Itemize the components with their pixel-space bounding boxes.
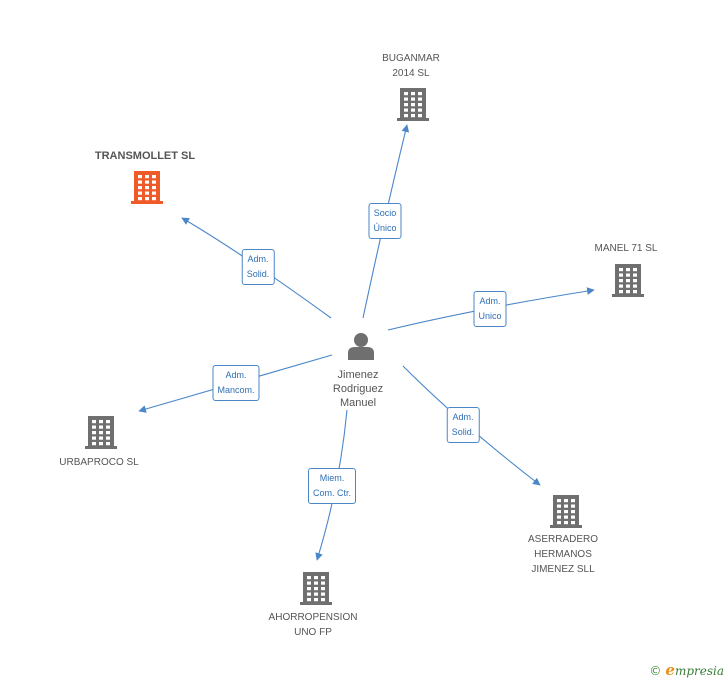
relation-label-line: Solid.	[246, 269, 270, 279]
building-icon-aserradero[interactable]	[550, 495, 582, 528]
relation-label-urbaproco[interactable]: Adm. Mancom.	[212, 365, 260, 401]
company-label-line: ASERRADERO	[527, 534, 599, 545]
person-name-line: Jimenez	[337, 369, 379, 381]
company-label-line: AHORROPENSION	[268, 612, 358, 623]
relation-label-manel71[interactable]: Adm. Unico	[473, 291, 507, 327]
building-icon-buganmar[interactable]	[397, 88, 429, 121]
company-label-line: BUGANMAR	[382, 53, 440, 64]
company-label-transmollet[interactable]: TRANSMOLLET SL	[95, 149, 195, 164]
relation-label-line: Adm.	[452, 412, 474, 422]
company-label-line: JIMENEZ SLL	[531, 564, 595, 575]
relation-label-line: Adm.	[479, 296, 501, 306]
footer-brand[interactable]: ©empresia	[649, 661, 724, 679]
relation-label-line: Solid.	[451, 427, 475, 437]
company-label-buganmar[interactable]: BUGANMAR 2014 SL	[382, 51, 440, 81]
copyright-symbol: ©	[649, 664, 662, 678]
company-label-line: UNO FP	[294, 627, 332, 638]
relation-label-line: Unico	[478, 311, 502, 321]
company-label-line: 2014 SL	[392, 68, 430, 79]
company-label-line: MANEL 71 SL	[594, 243, 658, 254]
company-label-line: TRANSMOLLET SL	[94, 150, 196, 162]
company-label-line: HERMANOS	[534, 549, 592, 560]
building-icon-urbaproco[interactable]	[85, 416, 117, 449]
brand-logo-text: mpresia	[674, 664, 724, 678]
relation-label-aserradero[interactable]: Adm. Solid.	[446, 407, 480, 443]
company-label-ahorropension[interactable]: AHORROPENSION UNO FP	[269, 610, 358, 640]
person-icon[interactable]	[348, 333, 374, 360]
relation-label-line: Mancom.	[217, 385, 255, 395]
icons-layer	[85, 88, 644, 605]
brand-logo-initial: e	[665, 661, 675, 679]
company-label-manel71[interactable]: MANEL 71 SL	[595, 241, 658, 256]
building-icon-ahorropension[interactable]	[300, 572, 332, 605]
relation-label-line: Adm.	[247, 254, 269, 264]
relation-label-transmollet[interactable]: Adm. Solid.	[241, 249, 275, 285]
company-label-aserradero[interactable]: ASERRADERO HERMANOS JIMENEZ SLL	[528, 532, 598, 577]
company-label-line: URBAPROCO SL	[59, 457, 139, 468]
relation-label-line: Adm.	[225, 370, 247, 380]
relation-label-line: Único	[373, 223, 397, 233]
company-label-urbaproco[interactable]: URBAPROCO SL	[59, 455, 138, 470]
building-icon-transmollet[interactable]	[131, 171, 163, 204]
relation-label-line: Com. Ctr.	[312, 488, 352, 498]
person-name-line: Rodriguez	[332, 383, 384, 395]
relation-label-ahorropension[interactable]: Miem. Com. Ctr.	[307, 468, 357, 504]
relation-label-line: Socio	[373, 208, 397, 218]
building-icon-manel71[interactable]	[612, 264, 644, 297]
person-name-line: Manuel	[339, 397, 377, 409]
relation-label-line: Miem.	[319, 473, 345, 483]
